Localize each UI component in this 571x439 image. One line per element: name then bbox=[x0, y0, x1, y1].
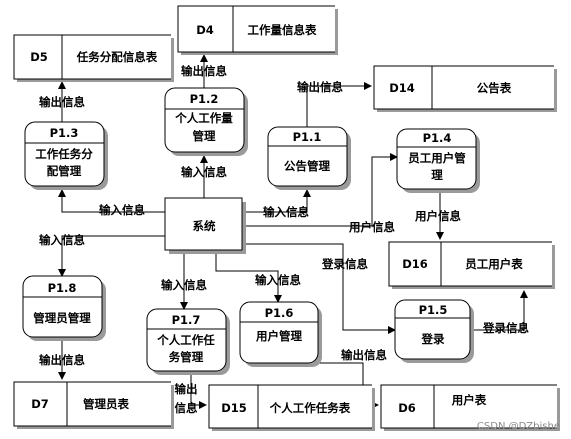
store-id: D14 bbox=[389, 81, 415, 95]
flow-label-user-d16: 用户信息 bbox=[414, 209, 461, 223]
process-p1-7: P1.7 个人工作任 务管理 bbox=[146, 308, 230, 375]
store-name: 公告表 bbox=[477, 81, 512, 95]
datastore-d5: D5 任务分配信息表 bbox=[13, 34, 174, 82]
store-id: D7 bbox=[31, 397, 49, 411]
process-name-line: 用户管理 bbox=[255, 329, 302, 343]
system-box: 系统 bbox=[164, 197, 246, 254]
datastore-d16: D16 员工用户表 bbox=[388, 241, 555, 289]
process-id: P1.4 bbox=[423, 131, 452, 145]
process-p1-2: P1.2 个人工作量 管理 bbox=[164, 87, 248, 156]
process-name-line: 个人工作任 bbox=[156, 333, 215, 347]
datastore-d15: D15 个人工作任务表 bbox=[208, 384, 375, 431]
flow-label-login-sys: 登录信息 bbox=[321, 257, 368, 271]
process-name-line: 个人工作量 bbox=[174, 111, 233, 125]
datastore-d7: D7 管理员表 bbox=[13, 381, 174, 429]
flow-label-login-d16: 登录信息 bbox=[482, 321, 529, 335]
process-name-line: 工作任务分 bbox=[35, 147, 93, 161]
process-p1-8: P1.8 管理员管理 bbox=[22, 275, 106, 341]
process-p1-1: P1.1 公告管理 bbox=[267, 126, 351, 190]
flow-label-in-p16: 输入信息 bbox=[255, 273, 301, 287]
store-id: D15 bbox=[221, 401, 247, 415]
process-name-line: 登录 bbox=[421, 332, 445, 346]
process-name-line: 务管理 bbox=[169, 350, 204, 364]
process-id: P1.7 bbox=[172, 313, 201, 327]
flow-p15-to-d16 bbox=[470, 290, 528, 331]
process-id: P1.5 bbox=[419, 303, 448, 317]
flow-label-out-d5: 输出信息 bbox=[39, 95, 85, 109]
flow-label-user-p14: 用户信息 bbox=[348, 220, 395, 234]
process-p1-4: P1.4 员工用户管 理 bbox=[396, 128, 480, 193]
flow-labels: 输出信息 输出信息 输出信息 输入信息 输入信息 输入信息 用户信息 用户信息 … bbox=[39, 64, 529, 415]
flow-label-out-d7: 输出信息 bbox=[39, 353, 85, 367]
process-name-line: 管理 bbox=[193, 129, 216, 143]
flow-sys-to-p18 bbox=[58, 235, 165, 277]
flow-label-in-p11: 输入信息 bbox=[263, 205, 309, 219]
process-id: P1.6 bbox=[265, 306, 294, 320]
store-name: 员工用户表 bbox=[465, 257, 523, 271]
datastore-d6: D6 用户表 bbox=[380, 384, 560, 431]
process-id: P1.1 bbox=[293, 130, 322, 144]
flow-sys-to-p14 bbox=[242, 153, 398, 227]
system-label: 系统 bbox=[193, 219, 216, 233]
flow-lines bbox=[58, 54, 528, 409]
process-name-line: 管理员管理 bbox=[33, 311, 91, 325]
datastore-d4: D4 工作量信息表 bbox=[177, 5, 338, 55]
watermark: CSDN @DZbjshe bbox=[477, 421, 560, 432]
flow-p11-to-d14 bbox=[306, 82, 372, 127]
store-name: 个人工作任务表 bbox=[269, 401, 351, 415]
flow-sys-to-p13 bbox=[58, 189, 165, 213]
process-p1-3: P1.3 工作任务分 配管理 bbox=[24, 121, 108, 190]
process-name-line: 员工用户管 bbox=[408, 151, 466, 165]
datastore-d14: D14 公告表 bbox=[373, 65, 557, 112]
process-name-line: 配管理 bbox=[47, 164, 82, 178]
store-name: 管理员表 bbox=[83, 397, 129, 411]
process-id: P1.8 bbox=[48, 281, 77, 295]
flow-label-out-d15: 信息 bbox=[175, 401, 198, 415]
flow-sys-to-p15 bbox=[242, 243, 396, 334]
process-p1-5: P1.5 登录 bbox=[394, 299, 474, 363]
store-id: D16 bbox=[402, 257, 428, 271]
process-id: P1.3 bbox=[50, 126, 79, 140]
store-name: 任务分配信息表 bbox=[76, 50, 158, 64]
flow-sys-to-p11 bbox=[242, 189, 311, 213]
store-name: 用户表 bbox=[451, 393, 487, 407]
process-id: P1.2 bbox=[190, 92, 219, 106]
flow-label-out-d15: 输出 bbox=[175, 382, 198, 396]
store-id: D4 bbox=[196, 23, 214, 37]
flow-label-in-p17: 输入信息 bbox=[161, 278, 207, 292]
store-id: D6 bbox=[398, 401, 416, 415]
flow-label-in-p13: 输入信息 bbox=[99, 203, 145, 217]
flow-label-out-d6: 输出信息 bbox=[341, 348, 387, 362]
process-p1-6: P1.6 用户管理 bbox=[239, 301, 322, 367]
store-name: 工作量信息表 bbox=[248, 23, 317, 37]
flow-label-out-d4: 输出信息 bbox=[181, 64, 227, 78]
flow-label-out-d14: 输出信息 bbox=[297, 80, 343, 94]
flow-label-in-p12: 输入信息 bbox=[181, 165, 227, 179]
flow-sys-to-p16 bbox=[215, 250, 282, 303]
store-id: D5 bbox=[30, 50, 48, 64]
process-name-line: 公告管理 bbox=[284, 159, 330, 173]
flow-label-in-p18: 输入信息 bbox=[39, 233, 85, 247]
process-name-line: 理 bbox=[431, 168, 443, 182]
flow-p17-to-d15 bbox=[190, 375, 207, 409]
